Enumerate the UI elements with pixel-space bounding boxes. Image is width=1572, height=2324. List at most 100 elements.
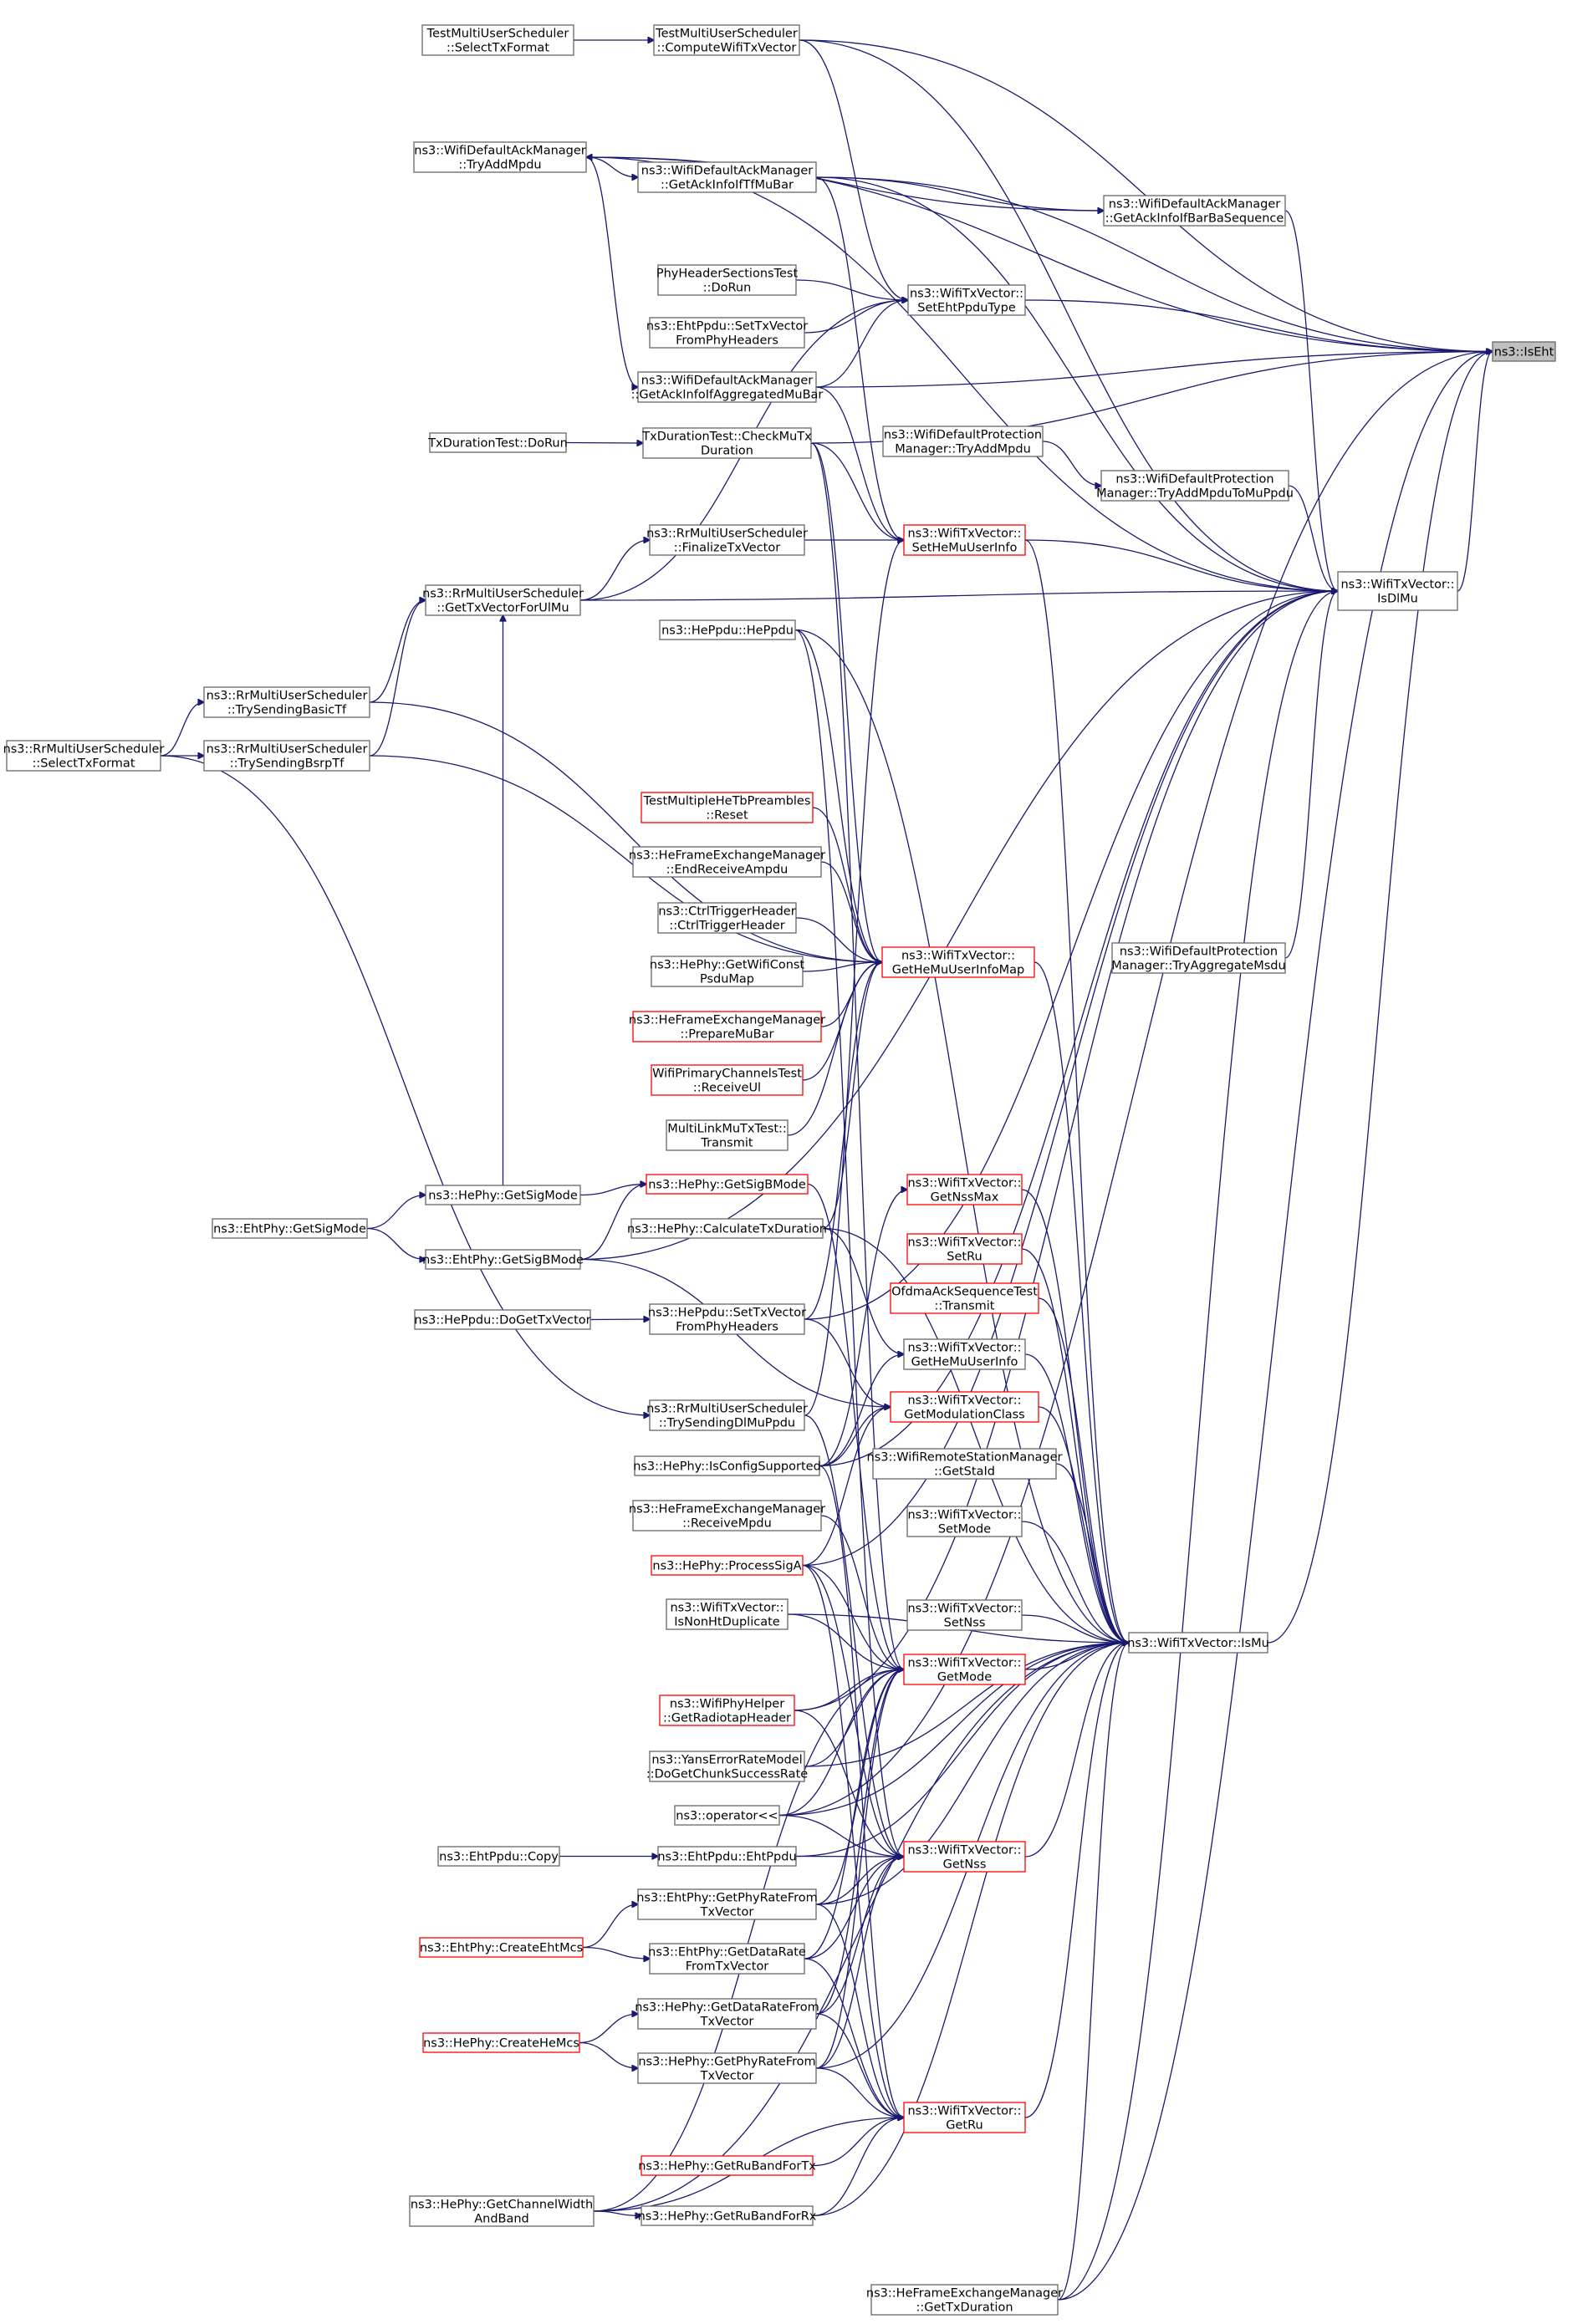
- node-trybsrp[interactable]: ns3::RrMultiUserScheduler::TrySendingBsr…: [203, 740, 370, 772]
- node-getnss[interactable]: ns3::WifiTxVector::GetNss: [903, 1841, 1026, 1873]
- node-phst[interactable]: PhyHeaderSectionsTest::DoRun: [656, 264, 799, 296]
- node-heppdu[interactable]: ns3::HePpdu::HePpdu: [659, 619, 796, 640]
- node-procsiga[interactable]: ns3::HePhy::ProcessSigA: [651, 1555, 804, 1576]
- node-getstaid[interactable]: ns3::WifiRemoteStationManager::GetStaId: [867, 1448, 1063, 1480]
- node-sethemu[interactable]: ns3::WifiTxVector::SetHeMuUserInfo: [903, 524, 1026, 556]
- node-box: [637, 2052, 817, 2084]
- edge-procsiga-to-getmodclass: [802, 1407, 891, 1567]
- node-gettxdur[interactable]: ns3::HeFrameExchangeManager::GetTxDurati…: [866, 2284, 1063, 2316]
- node-gethemuinfo[interactable]: ns3::WifiTxVector::GetHeMuUserInfo: [903, 1338, 1026, 1370]
- node-box: [422, 2032, 580, 2053]
- node-wpcrecv[interactable]: WifiPrimaryChannelsTest::ReceiveUl: [651, 1064, 804, 1096]
- node-box: [637, 161, 817, 193]
- node-getmodclass[interactable]: ns3::WifiTxVector::GetModulationClass: [890, 1391, 1039, 1423]
- edge-heppdu-to-getnss: [794, 629, 904, 1858]
- node-calctxdur[interactable]: ns3::HePhy::CalculateTxDuration: [627, 1218, 827, 1239]
- node-gaitfmu[interactable]: ns3::WifiDefaultAckManager::GetAckInfoIf…: [637, 161, 817, 193]
- node-hedoget[interactable]: ns3::HePpdu::DoGetTxVector: [414, 1309, 591, 1330]
- node-cwtv[interactable]: TestMultiUserScheduler::ComputeWifiTxVec…: [653, 24, 800, 56]
- node-label: SetNss: [944, 1617, 986, 1630]
- node-gethemumap[interactable]: ns3::WifiTxVector::GetHeMuUserInfoMap: [881, 946, 1035, 978]
- edge-gaitfmu-to-sethemu: [815, 176, 904, 540]
- node-isdlmu[interactable]: ns3::WifiTxVector::IsDlMu: [1337, 571, 1458, 611]
- node-endrecv[interactable]: ns3::HeFrameExchangeManager::EndReceiveA…: [629, 846, 825, 878]
- node-ofdmaack[interactable]: OfdmaAckSequenceTest::Transmit: [890, 1282, 1039, 1314]
- edge-getmodclass-to-ismu: [1038, 1406, 1129, 1643]
- node-isnonht[interactable]: ns3::WifiTxVector::IsNonHtDuplicate: [666, 1598, 789, 1630]
- node-box: [203, 740, 370, 772]
- node-setru[interactable]: ns3::WifiTxVector::SetRu: [906, 1233, 1023, 1265]
- node-isconfig[interactable]: ns3::HePhy::IsConfigSupported: [633, 1455, 821, 1476]
- node-label: ns3::WifiDefaultAckManager: [1109, 198, 1281, 212]
- edge-getru-to-ismu: [1024, 1643, 1129, 2118]
- node-ctrltrig[interactable]: ns3::CtrlTriggerHeader::CtrlTriggerHeade…: [657, 902, 797, 934]
- node-yans[interactable]: ns3::YansErrorRateModel::DoGetChunkSucce…: [646, 1751, 808, 1782]
- node-ehtgetsigb[interactable]: ns3::EhtPhy::GetSigBMode: [422, 1249, 584, 1270]
- node-getru[interactable]: ns3::WifiTxVector::GetRu: [903, 2102, 1026, 2133]
- edge-ofdmaack-to-ismu: [1038, 1297, 1129, 1643]
- node-tryadd[interactable]: ns3::WifiDefaultAckManager::TryAddMpdu: [413, 141, 587, 173]
- node-label: ns3::HePhy::GetSigMode: [428, 1190, 578, 1203]
- node-dpmtryadd[interactable]: ns3::WifiDefaultProtectionManager::TryAd…: [882, 426, 1044, 457]
- node-rrselect[interactable]: ns3::RrMultiUserScheduler::SelectTxForma…: [3, 740, 165, 772]
- node-rubandrx[interactable]: ns3::HePhy::GetRuBandForRx: [638, 2205, 817, 2226]
- node-recvmpdu[interactable]: ns3::HeFrameExchangeManager::ReceiveMpdu: [629, 1500, 825, 1531]
- node-label: ns3::EhtPhy::GetSigBMode: [422, 1254, 584, 1267]
- node-setmode[interactable]: ns3::WifiTxVector::SetMode: [906, 1506, 1023, 1537]
- edge-rubandrx-to-getru: [812, 2118, 904, 2217]
- node-box: [906, 1506, 1023, 1537]
- node-ehtcopy[interactable]: ns3::EhtPpdu::Copy: [437, 1846, 560, 1867]
- edge-oplshift-to-iseht: [778, 352, 1493, 1817]
- node-label: ns3::IsEht: [1494, 346, 1554, 359]
- node-createhe[interactable]: ns3::HePhy::CreateHeMcs: [422, 2032, 580, 2053]
- node-gaiagg[interactable]: ns3::WifiDefaultAckManager::GetAckInfoIf…: [631, 371, 824, 403]
- node-mlmutx[interactable]: MultiLinkMuTxTest::Transmit: [666, 1119, 789, 1151]
- edge-getnss-to-ismu: [1024, 1643, 1129, 1858]
- node-label: ns3::EhtPpdu::EhtPpdu: [657, 1851, 796, 1864]
- node-label: Manager::TryAddMpduToMuPpdu: [1096, 487, 1294, 501]
- node-ismu[interactable]: ns3::WifiTxVector::IsMu: [1127, 1632, 1269, 1654]
- node-tmreset[interactable]: TestMultipleHeTbPreambles::Reset: [641, 792, 814, 823]
- node-trydlmu[interactable]: ns3::RrMultiUserScheduler::TrySendingDlM…: [646, 1399, 808, 1431]
- node-gaibarba[interactable]: ns3::WifiDefaultAckManager::GetAckInfoIf…: [1103, 195, 1286, 227]
- node-finalize[interactable]: ns3::RrMultiUserScheduler::FinalizeTxVec…: [646, 524, 808, 556]
- node-stf[interactable]: TestMultiUserScheduler::SelectTxFormat: [421, 24, 574, 56]
- node-ehtppdu[interactable]: ns3::EhtPpdu::EhtPpdu: [657, 1846, 797, 1867]
- edge-setnss-to-ismu: [1021, 1614, 1129, 1643]
- node-dpmtryagg[interactable]: ns3::WifiDefaultProtectionManager::TryAg…: [1111, 942, 1286, 974]
- node-setnss[interactable]: ns3::WifiTxVector::SetNss: [906, 1599, 1023, 1631]
- node-iseht[interactable]: ns3::IsEht: [1492, 341, 1556, 362]
- node-tddorun[interactable]: TxDurationTest::DoRun: [427, 432, 568, 453]
- node-getnssmax[interactable]: ns3::WifiTxVector::GetNssMax: [906, 1174, 1023, 1205]
- node-setehtppdu[interactable]: ns3::WifiTxVector::SetEhtPpduType: [907, 284, 1026, 316]
- node-ehtgetsigmode[interactable]: ns3::EhtPhy::GetSigMode: [212, 1218, 368, 1239]
- node-box: [1100, 470, 1289, 502]
- node-label: GetNssMax: [931, 1191, 999, 1205]
- node-label: ns3::WifiTxVector::: [907, 1603, 1021, 1616]
- edge-rubandrx-to-ismu: [812, 1643, 1129, 2217]
- node-getsigb[interactable]: ns3::HePhy::GetSigBMode: [646, 1174, 809, 1195]
- node-hegetsigmode[interactable]: ns3::HePhy::GetSigMode: [425, 1185, 581, 1205]
- node-oplshift[interactable]: ns3::operator<<: [674, 1805, 780, 1826]
- node-createeht[interactable]: ns3::EhtPhy::CreateEhtMcs: [419, 1937, 584, 1958]
- node-preparemubar[interactable]: ns3::HeFrameExchangeManager::PrepareMuBa…: [629, 1011, 825, 1042]
- node-radiotap[interactable]: ns3::WifiPhyHelper::GetRadiotapHeader: [659, 1695, 795, 1726]
- node-trybasic[interactable]: ns3::RrMultiUserScheduler::TrySendingBas…: [203, 686, 370, 718]
- edge-dpmtryagg-to-isdlmu: [1284, 591, 1338, 959]
- node-rubandtx[interactable]: ns3::HePhy::GetRuBandForTx: [638, 2155, 816, 2176]
- edge-dpmtryadd-to-dpmtrymu: [1042, 441, 1101, 486]
- node-getmode[interactable]: ns3::WifiTxVector::GetMode: [903, 1654, 1026, 1685]
- node-label: ns3::HeFrameExchangeManager: [629, 1503, 825, 1516]
- node-gettxvul[interactable]: ns3::RrMultiUserScheduler::GetTxVectorFo…: [422, 584, 584, 616]
- node-dpmtrymu[interactable]: ns3::WifiDefaultProtectionManager::TryAd…: [1096, 470, 1294, 502]
